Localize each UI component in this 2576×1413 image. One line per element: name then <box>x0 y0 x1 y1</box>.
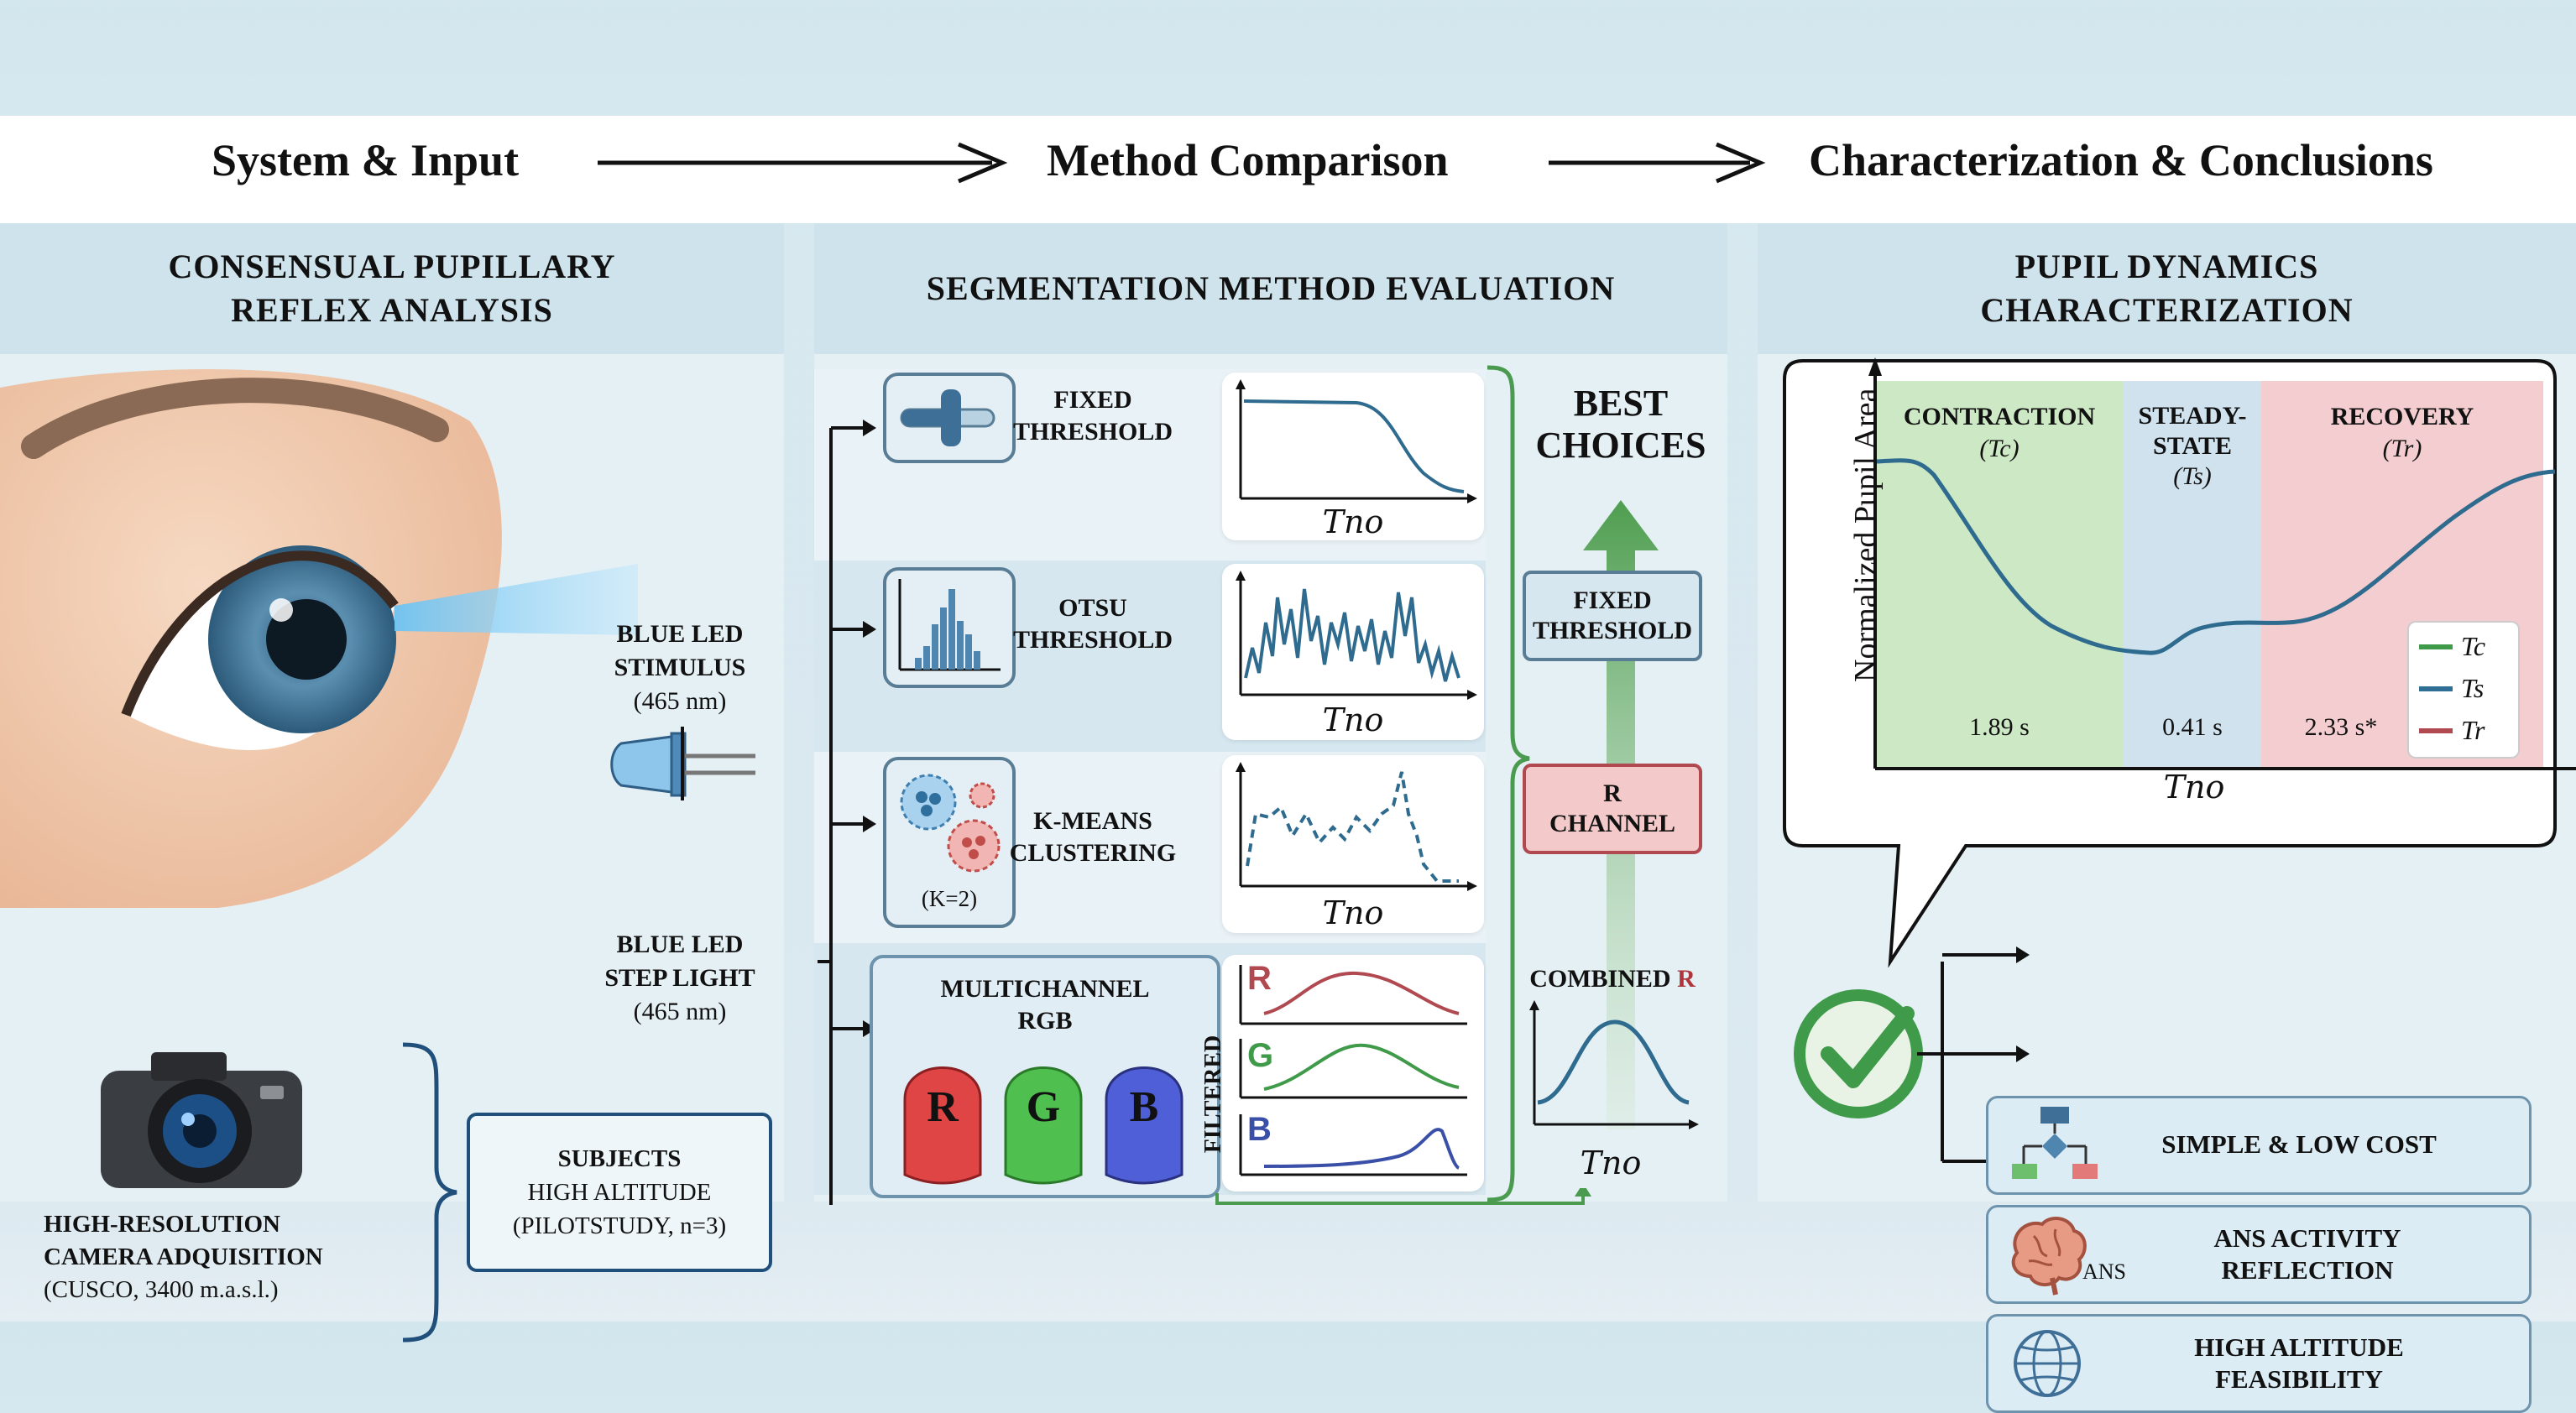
eye-illustration <box>0 368 638 908</box>
ans-tag: ANS <box>2082 1259 2127 1284</box>
phase-contraction-label: CONTRACTION (Tc) <box>1903 403 2096 462</box>
globe-icon <box>2014 1330 2081 1397</box>
step-light-label: BLUE LED STEP LIGHT (465 nm) <box>604 931 755 1025</box>
stage-arrow-2 <box>1549 142 1766 184</box>
camera-icon <box>101 1052 302 1188</box>
legend-swatch-tc <box>2419 644 2453 649</box>
combined-label: COMBINED R <box>1529 965 1696 993</box>
flowchart-icon <box>2012 1107 2098 1179</box>
phase-recovery-label: RECOVERY (Tr) <box>2330 403 2474 462</box>
check-mark-icon <box>1794 962 1944 1161</box>
clusters-icon: (K=2) <box>883 757 1016 928</box>
blue-led-icon <box>610 732 755 797</box>
plot-card-otsu: Tno <box>1222 564 1484 740</box>
duration-recovery: 2.33 s* <box>2304 713 2378 741</box>
stage-characterization: Characterization & Conclusions <box>1809 135 2433 185</box>
slider-icon <box>883 373 1016 463</box>
duration-contraction: 1.89 s <box>1969 713 2030 741</box>
pupil-area-chart <box>1868 357 2576 770</box>
stage-header-band <box>0 116 2576 223</box>
stage-system-input: System & Input <box>212 135 520 185</box>
camera-label: HIGH-RESOLUTION CAMERA ADQUISITION (CUSC… <box>44 1211 323 1303</box>
chart-legend: Tc Ts Tr <box>2407 621 2520 759</box>
channel-b-label: B <box>1129 1083 1159 1131</box>
legend-label-tc: Tc <box>2461 631 2486 661</box>
tno-label: Tno <box>1580 1144 1642 1181</box>
stimulus-label: BLUE LED STIMULUS (465 nm) <box>614 620 746 715</box>
legend-label-tr: Tr <box>2461 715 2485 745</box>
tno-label: Tno <box>1322 894 1384 931</box>
legend-swatch-tr <box>2419 728 2453 733</box>
chart-ylabel: Normalized Pupil Area <box>1848 388 1884 682</box>
channel-r-label: R <box>927 1083 959 1131</box>
plot-card-fixed: Tno <box>1222 373 1484 540</box>
best-choices-brace <box>1487 365 1530 1202</box>
legend-label-ts: Ts <box>2461 673 2485 703</box>
phase-steady-label: STEADY- STATE (Ts) <box>2138 402 2247 490</box>
method-tree-connector <box>818 420 876 1205</box>
plot-g-label: G <box>1247 1037 1274 1074</box>
benefit-simple-low-cost: SIMPLE & LOW COST <box>1986 1096 2532 1195</box>
stage-arrow-1 <box>598 142 1008 184</box>
phase-steady-bg <box>2124 381 2261 769</box>
plot-card-rgb: R G B <box>1222 955 1484 1191</box>
histogram-icon <box>883 567 1016 688</box>
brain-icon <box>2011 1217 2087 1296</box>
kmeans-k-label: (K=2) <box>921 886 978 911</box>
combined-plot <box>1529 1000 1699 1129</box>
legend-swatch-ts <box>2419 686 2453 691</box>
stage-method-comparison: Method Comparison <box>1047 135 1449 185</box>
plot-r-label: R <box>1247 960 1272 997</box>
rgb-to-combined-arrow <box>1215 1188 1591 1205</box>
channel-g-label: G <box>1026 1083 1061 1131</box>
tno-label: Tno <box>1322 503 1384 540</box>
plot-b-label: B <box>1247 1111 1272 1148</box>
stimulus-pointer <box>681 727 684 800</box>
plot-card-kmeans: Tno <box>1222 755 1484 933</box>
tno-label: Tno <box>1322 701 1384 738</box>
subjects-box: SUBJECTS HIGH ALTITUDE (PILOTSTUDY, n=3) <box>467 1113 772 1272</box>
subjects-brace <box>402 1042 457 1343</box>
panel2-title: SEGMENTATION METHOD EVALUATION <box>814 223 1727 354</box>
rgb-led-icons <box>903 1066 1183 1185</box>
chart-xlabel: Tno <box>2163 769 2225 806</box>
duration-steady: 0.41 s <box>2162 713 2223 741</box>
